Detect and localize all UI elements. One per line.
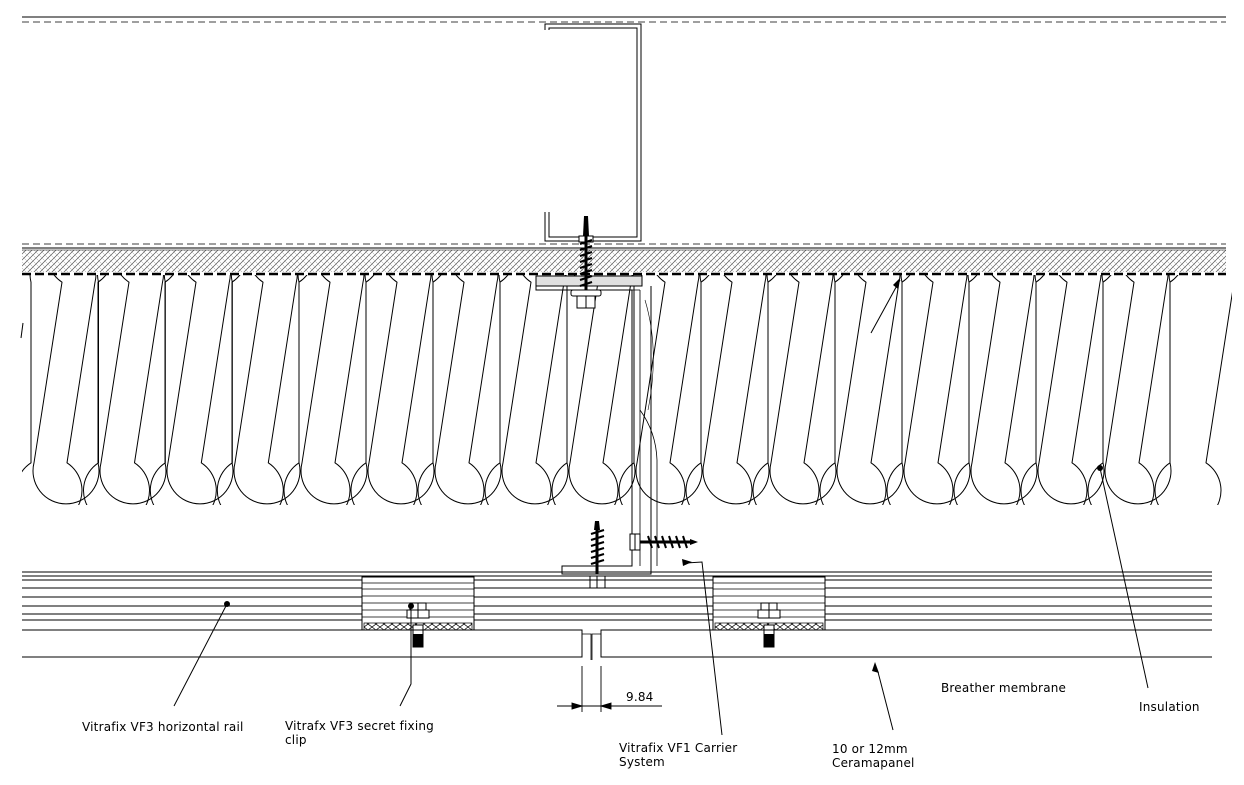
bracket-fixing-screw (570, 216, 602, 309)
label-carrier-system-line2: System (619, 755, 665, 769)
label-insulation: Insulation (1139, 700, 1200, 714)
vf3-horizontal-rail (22, 571, 1212, 621)
sheathing-board (22, 243, 1226, 272)
ceramapanel (22, 629, 1212, 660)
label-carrier-system-line1: Vitrafix VF1 Carrier (619, 741, 738, 755)
leader-dots (224, 278, 1103, 673)
label-ceramapanel-line2: Ceramapanel (832, 756, 915, 770)
dimension-panel-gap (557, 666, 662, 712)
label-carrier-system: Vitrafix VF1 Carrier System (619, 741, 737, 769)
label-ceramapanel-line1: 10 or 12mm (832, 742, 908, 756)
insulation-batt (22, 275, 1232, 505)
insulation-edge-mark (20, 322, 24, 339)
c-section-stud (544, 23, 642, 242)
label-breather-membrane: Breather membrane (941, 681, 1067, 695)
label-horizontal-rail: Vitrafix VF3 horizontal rail (82, 720, 244, 734)
label-secret-fixing-clip-line1: Vitrafx VF3 secret fixing (285, 719, 434, 733)
leader-lines (173, 279, 1149, 736)
inner-lining (22, 16, 1226, 23)
label-ceramapanel: 10 or 12mm Ceramapanel (832, 742, 915, 770)
leg-fixing-screw (629, 533, 698, 551)
secret-fixing-clip-left (361, 576, 475, 648)
secret-fixing-clip-right (712, 576, 826, 648)
label-secret-fixing-clip-line2: clip (285, 733, 307, 747)
label-dimension: 9.84 (626, 690, 654, 704)
label-secret-fixing-clip: Vitrafx VF3 secret fixing clip (285, 719, 434, 747)
rail-fixing-screw (589, 521, 606, 589)
